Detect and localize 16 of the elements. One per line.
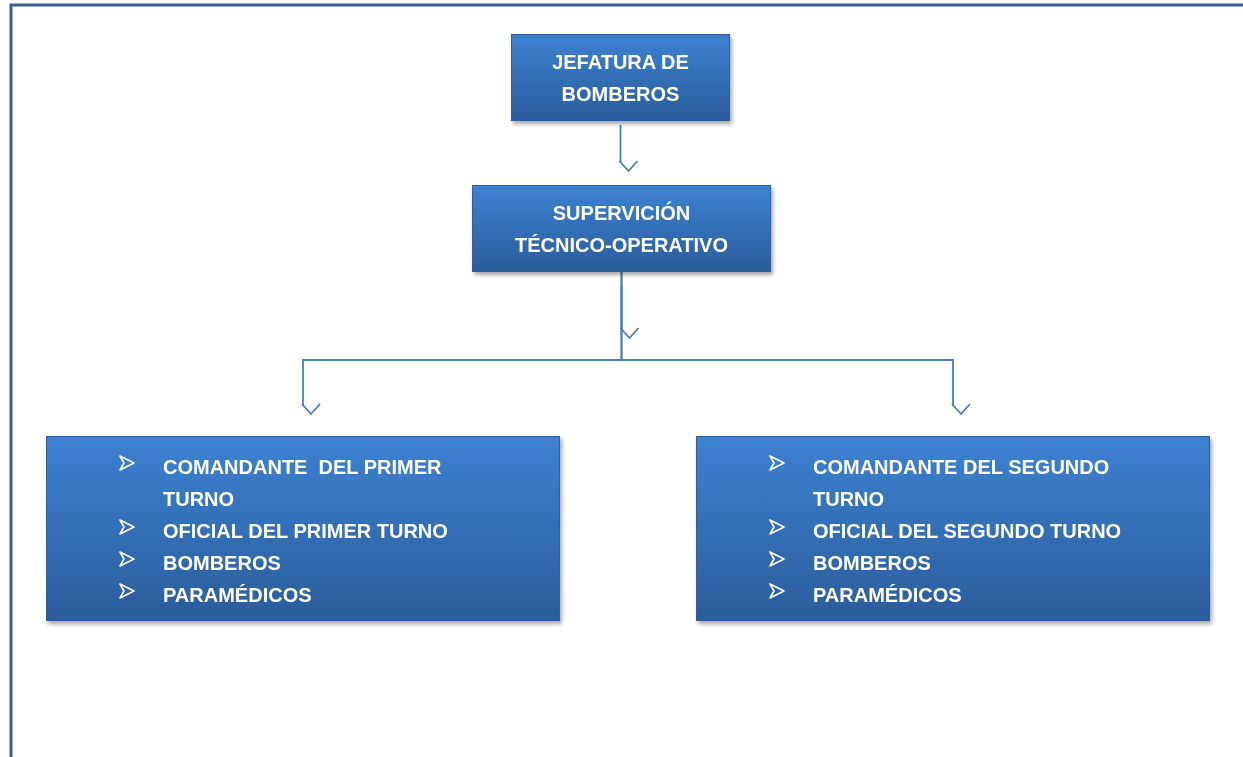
title-box	[511, 34, 730, 121]
staff-list-box	[46, 436, 560, 621]
list-item: PARAMÉDICOS	[163, 583, 312, 608]
list-item: BOMBEROS	[813, 551, 931, 576]
list-item: COMANDANTE DEL PRIMER TURNO	[163, 455, 443, 512]
staff-list-box	[696, 436, 1210, 621]
list-item: COMANDANTE DEL SEGUNDO TURNO	[813, 455, 1111, 512]
box-title: SUPERVICIÓN TÉCNICO-OPERATIVO	[514, 200, 729, 258]
arrow	[618, 124, 639, 172]
title-box	[472, 185, 771, 272]
list-item: PARAMÉDICOS	[813, 583, 962, 608]
list-item: OFICIAL DEL PRIMER TURNO	[163, 519, 448, 544]
arrow	[620, 271, 971, 415]
list-item: OFICIAL DEL SEGUNDO TURNO	[813, 519, 1122, 544]
box-title: JEFATURA DE BOMBEROS	[552, 49, 689, 107]
list-item: BOMBEROS	[163, 551, 281, 576]
